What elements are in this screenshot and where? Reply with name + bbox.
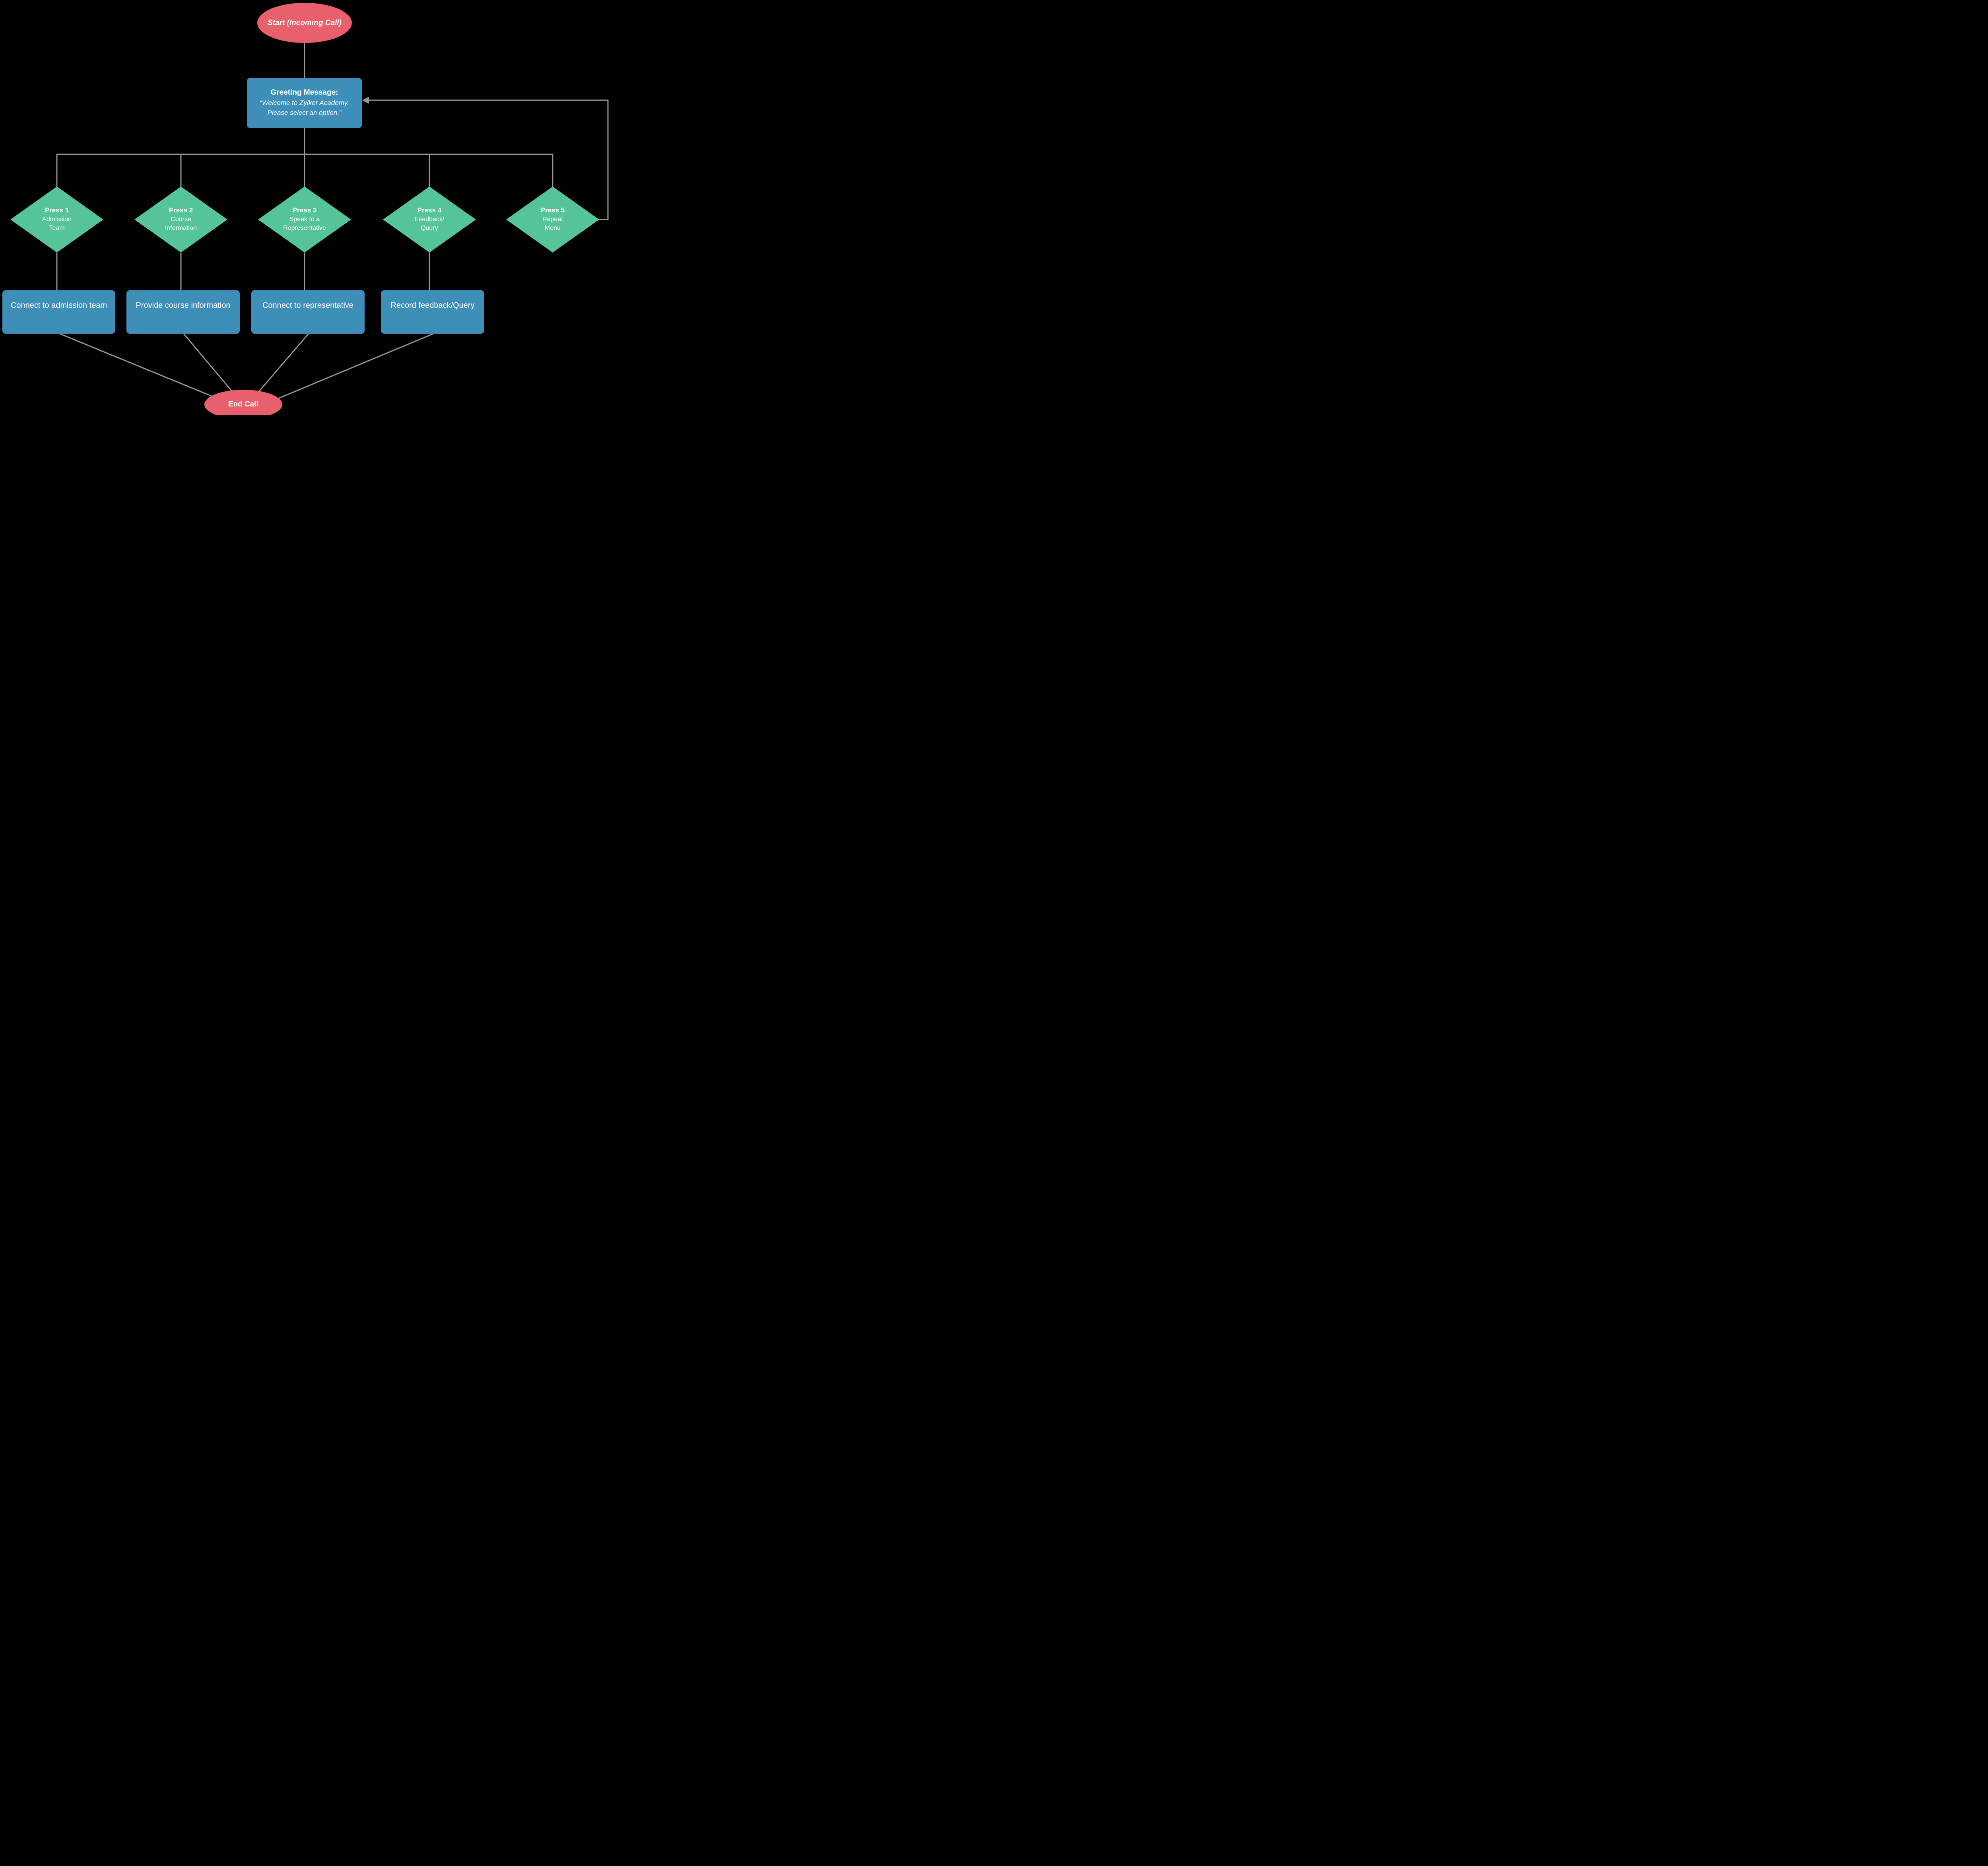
connector-press5-loop-to-greeting [368, 99, 609, 220]
flowchart-canvas: Start (Incoming Call) Greeting Message: … [0, 0, 611, 415]
start-label: Start (Incoming Call) [268, 18, 342, 27]
connector-action2-to-end [183, 333, 234, 393]
action-label: Provide course information [136, 301, 231, 310]
connector-action1-to-end [59, 333, 218, 399]
action-connect-admission: Connect to admission team [2, 290, 115, 334]
decision-title: Press 5 [540, 206, 565, 214]
decision-title: Press 2 [169, 206, 193, 214]
start-node: Start (Incoming Call) [257, 3, 352, 43]
connector-layer [56, 43, 609, 400]
connector-action4-to-end [277, 333, 434, 400]
greeting-node: Greeting Message: “Welcome to Zylker Aca… [247, 78, 362, 128]
decision-subtitle: Course Information [165, 216, 197, 231]
decision-subtitle: Feedback/ Query [414, 216, 445, 231]
decision-title: Press 1 [45, 206, 69, 214]
connector-action3-to-end [257, 333, 309, 393]
end-node: End Call [204, 390, 282, 415]
action-connect-representative: Connect to representative [251, 290, 365, 334]
greeting-title: Greeting Message: [270, 88, 338, 97]
decision-subtitle: Admission Team [42, 216, 72, 231]
loop-arrowhead-icon [362, 97, 369, 104]
action-label: Connect to representative [262, 301, 354, 310]
action-course-information: Provide course information [126, 290, 240, 334]
end-label: End Call [228, 400, 258, 408]
decision-title: Press 3 [292, 206, 317, 214]
decision-title: Press 4 [417, 206, 442, 214]
action-label: Record feedback/Query [390, 301, 475, 310]
decision-subtitle: Speak to a Representative [283, 216, 326, 231]
action-record-feedback: Record feedback/Query [381, 290, 484, 334]
action-label: Connect to admission team [10, 301, 107, 310]
greeting-message: “Welcome to Zylker Academy. Please selec… [260, 99, 349, 117]
decision-subtitle: Repeat Menu [542, 216, 563, 231]
